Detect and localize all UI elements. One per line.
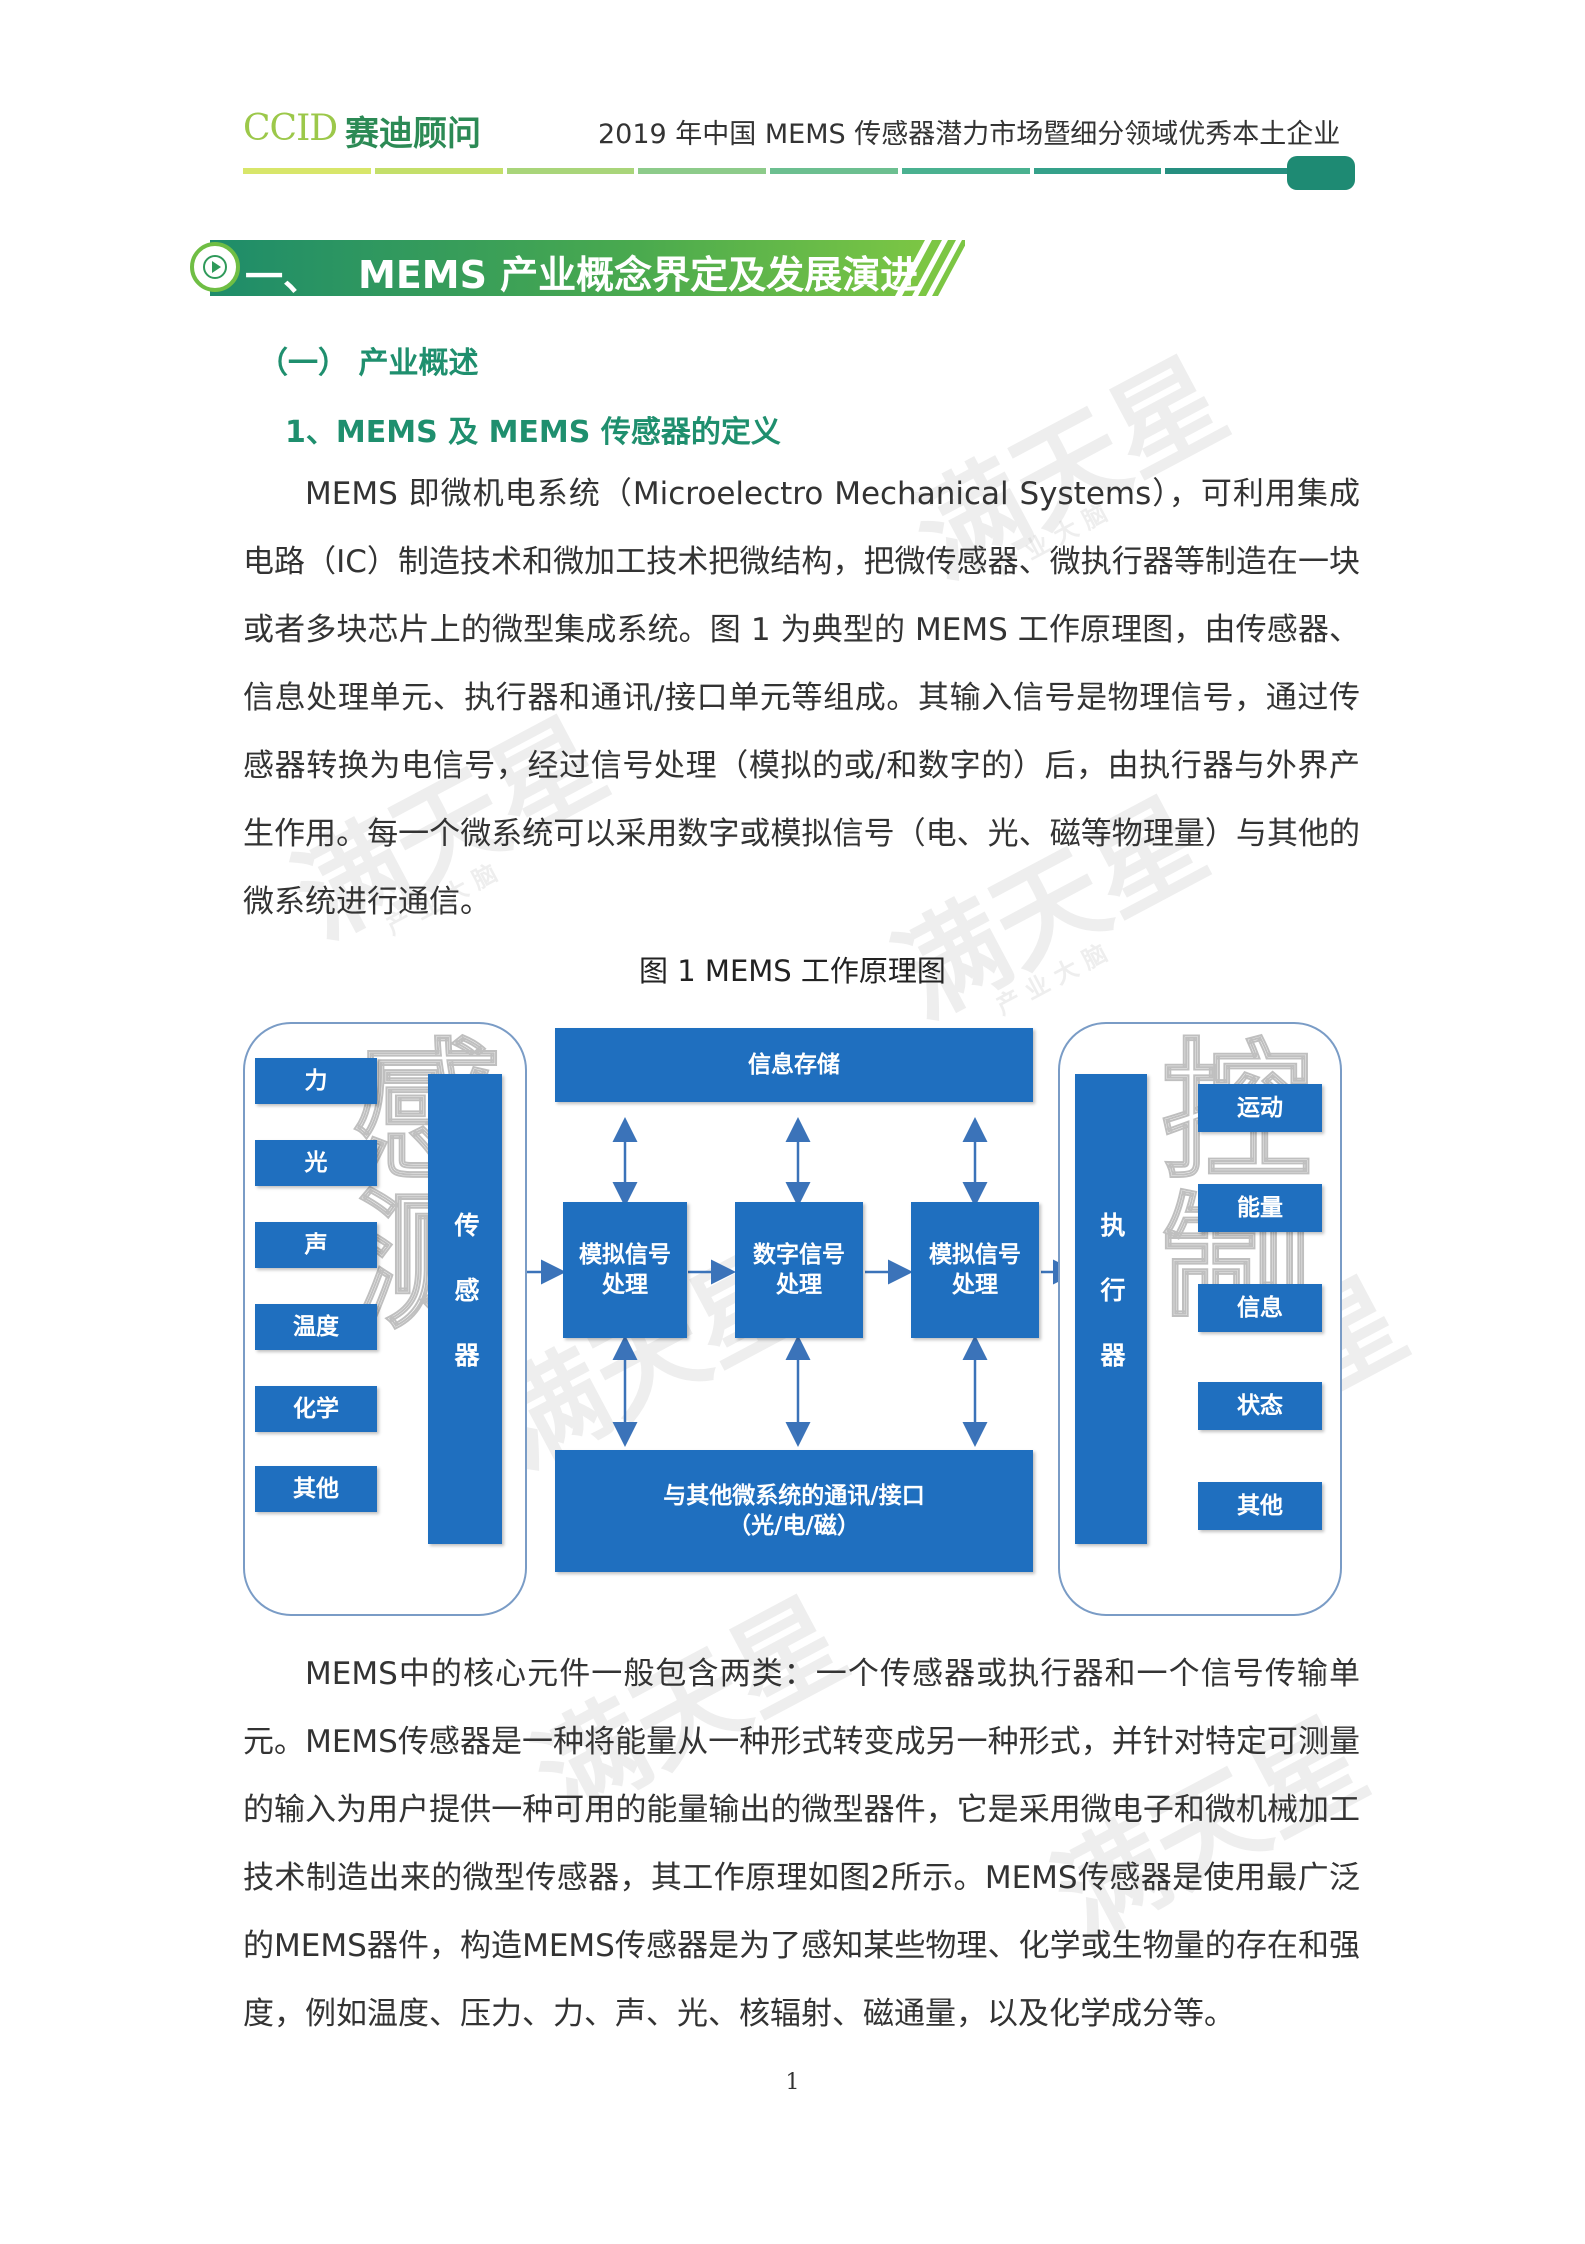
page-number: 1 bbox=[785, 2070, 800, 2095]
section-title: MEMS 产业概念界定及发展演进 bbox=[358, 253, 919, 297]
header-bar-segment bbox=[243, 168, 371, 174]
sensor-box: 传感器 bbox=[428, 1074, 502, 1544]
header-bar-segment bbox=[770, 168, 898, 174]
header-tab bbox=[1287, 156, 1355, 190]
subsection-heading: （一） 产业概述 bbox=[258, 346, 479, 381]
header-bar-segment bbox=[901, 168, 1030, 174]
output-motion: 运动 bbox=[1198, 1084, 1322, 1132]
logo-cn: 赛迪顾问 bbox=[345, 114, 481, 154]
play-icon bbox=[190, 242, 240, 292]
comm-box: 与其他微系统的通讯/接口 （光/电/磁） bbox=[555, 1450, 1033, 1572]
output-other: 其他 bbox=[1198, 1482, 1322, 1530]
section-number: 一、 bbox=[245, 255, 322, 299]
analog-process-box-2: 模拟信号处理 bbox=[911, 1202, 1039, 1338]
header-bar-segment bbox=[374, 168, 503, 174]
paragraph-1: MEMS 即微机电系统（Microelectro Mechanical Syst… bbox=[243, 476, 1360, 920]
input-chemical: 化学 bbox=[255, 1386, 377, 1432]
storage-box: 信息存储 bbox=[555, 1028, 1033, 1102]
header-bar-segment bbox=[1033, 168, 1162, 174]
input-light: 光 bbox=[255, 1140, 377, 1186]
right-overlay-text: 控制 bbox=[1135, 1031, 1311, 1333]
input-temperature: 温度 bbox=[255, 1304, 377, 1350]
output-state: 状态 bbox=[1198, 1382, 1322, 1430]
analog-process-box-1: 模拟信号处理 bbox=[563, 1202, 687, 1338]
digital-process-box: 数字信号处理 bbox=[735, 1202, 863, 1338]
input-sound: 声 bbox=[255, 1222, 377, 1268]
input-other: 其他 bbox=[255, 1466, 377, 1512]
header-bar-segment bbox=[638, 168, 766, 174]
input-force: 力 bbox=[255, 1058, 377, 1104]
header-bar-segment bbox=[1165, 168, 1293, 174]
output-energy: 能量 bbox=[1198, 1184, 1322, 1232]
figure-caption: 图 1 MEMS 工作原理图 bbox=[639, 954, 946, 988]
logo-ccid: CCID bbox=[243, 108, 338, 149]
header-title: 2019 年中国 MEMS 传感器潜力市场暨细分领域优秀本土企业 bbox=[598, 119, 1341, 150]
actuator-box: 执行器 bbox=[1075, 1074, 1147, 1544]
header-bar-segment bbox=[506, 168, 635, 174]
output-information: 信息 bbox=[1198, 1284, 1322, 1332]
comm-line-2: （光/电/磁） bbox=[728, 1513, 860, 1539]
paragraph-2: MEMS中的核心元件一般包含两类：一个传感器或执行器和一个信号传输单元。MEMS… bbox=[243, 1656, 1360, 2032]
comm-line-1: 与其他微系统的通讯/接口 bbox=[663, 1483, 925, 1509]
mems-diagram: 感测 控制 力 光 声 温度 化学 其他 传感器 信息存储 模拟信号处理 数字信… bbox=[243, 1022, 1343, 1622]
section-banner bbox=[210, 240, 965, 296]
subsubsection-heading: 1、MEMS 及 MEMS 传感器的定义 bbox=[285, 415, 781, 450]
header-bar bbox=[243, 168, 1293, 174]
